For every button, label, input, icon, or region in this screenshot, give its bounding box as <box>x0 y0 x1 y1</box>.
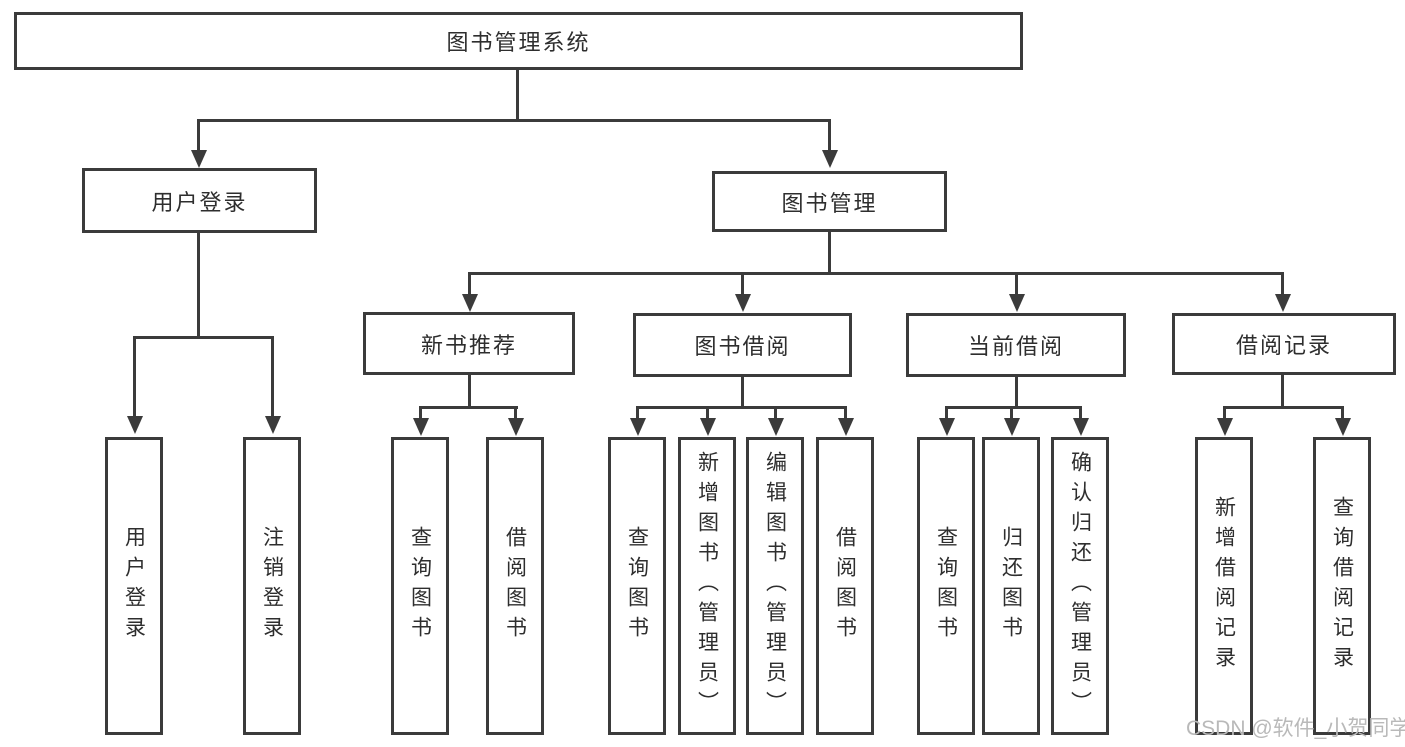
node-borrow-records: 借阅记录 <box>1172 313 1396 375</box>
leaf-bb-borrow-books: 借阅图书 <box>816 437 874 735</box>
arrow-to-book-borrow <box>741 272 744 294</box>
arrow-bb-edit <box>774 406 777 418</box>
csdn-watermark: CSDN @软件_小贺同学 <box>1186 717 1405 740</box>
connector-current-borrow-horizontal <box>945 406 1082 409</box>
node-current-borrow: 当前借阅 <box>906 313 1126 377</box>
connector-book-borrow-stem <box>741 375 744 409</box>
connector-current-borrow-stem <box>1015 375 1018 409</box>
connector-borrow-records-horizontal <box>1223 406 1344 409</box>
leaf-br-query-record-label: 查询借阅记录 <box>1330 496 1354 676</box>
leaf-cb-confirm-return-admin-label: 确认归还（管理员） <box>1068 451 1092 721</box>
arrow-to-borrow-records <box>1281 272 1284 294</box>
node-root-system: 图书管理系统 <box>14 12 1023 70</box>
leaf-bb-edit-books-admin-label: 编辑图书（管理员） <box>763 451 787 721</box>
leaf-bb-edit-books-admin: 编辑图书（管理员） <box>746 437 804 735</box>
arrow-br-query <box>1341 406 1344 418</box>
leaf-user-login: 用户登录 <box>105 437 163 735</box>
node-new-book-rec-label: 新书推荐 <box>420 332 517 358</box>
arrow-cb-query <box>945 406 948 418</box>
connector-book-borrow-horizontal <box>636 406 847 409</box>
arrow-cb-return <box>1010 406 1013 418</box>
node-root-label: 图书管理系统 <box>446 30 591 55</box>
arrow-nb-borrow <box>514 406 517 418</box>
leaf-cb-return-books-label: 归还图书 <box>999 526 1023 646</box>
leaf-logout-login-label: 注销登录 <box>260 526 284 646</box>
leaf-br-add-record: 新增借阅记录 <box>1195 437 1253 735</box>
node-borrow-records-label: 借阅记录 <box>1235 333 1332 358</box>
node-current-borrow-label: 当前借阅 <box>967 334 1064 359</box>
connector-new-book-horizontal <box>419 406 518 409</box>
leaf-bb-borrow-books-label: 借阅图书 <box>833 526 857 646</box>
connector-borrow-records-stem <box>1281 373 1284 409</box>
leaf-cb-confirm-return-admin: 确认归还（管理员） <box>1051 437 1109 735</box>
node-book-mgmt: 图书管理 <box>712 171 947 232</box>
leaf-logout-login: 注销登录 <box>243 437 301 735</box>
leaf-nb-query-books: 查询图书 <box>391 437 449 735</box>
arrow-to-leaf-logout <box>271 336 274 416</box>
connector-user-login-stem <box>197 231 200 338</box>
node-book-borrow-label: 图书借阅 <box>694 334 791 359</box>
leaf-cb-query-books: 查询图书 <box>917 437 975 735</box>
leaf-bb-add-books-admin: 新增图书（管理员） <box>678 437 736 735</box>
arrow-to-new-book-rec <box>468 272 471 294</box>
connector-level3-horizontal <box>468 272 1284 275</box>
arrow-bb-query <box>636 406 639 418</box>
leaf-nb-borrow-books: 借阅图书 <box>486 437 544 735</box>
arrow-cb-confirm <box>1079 406 1082 418</box>
connector-level2-horizontal <box>197 119 831 122</box>
arrow-nb-query <box>419 406 422 418</box>
leaf-nb-borrow-books-label: 借阅图书 <box>503 526 527 646</box>
arrow-bb-borrow <box>844 406 847 418</box>
node-user-login-label: 用户登录 <box>151 189 248 215</box>
arrow-to-user-login <box>197 119 200 150</box>
connector-root-stem <box>516 68 519 122</box>
arrow-to-book-mgmt <box>828 119 831 150</box>
leaf-bb-query-books-label: 查询图书 <box>625 526 649 646</box>
connector-new-book-stem <box>468 373 471 409</box>
connector-book-mgmt-stem <box>828 230 831 275</box>
leaf-nb-query-books-label: 查询图书 <box>408 526 432 646</box>
arrow-to-current-borrow <box>1015 272 1018 294</box>
leaf-user-login-label: 用户登录 <box>122 526 146 646</box>
leaf-br-query-record: 查询借阅记录 <box>1313 437 1371 735</box>
node-book-borrow: 图书借阅 <box>633 313 852 377</box>
leaf-bb-add-books-admin-label: 新增图书（管理员） <box>695 451 719 721</box>
connector-user-login-horizontal <box>133 336 274 339</box>
arrow-br-add <box>1223 406 1226 418</box>
leaf-br-add-record-label: 新增借阅记录 <box>1212 496 1236 676</box>
arrow-bb-add <box>706 406 709 418</box>
arrow-to-leaf-user-login <box>133 336 136 416</box>
node-user-login: 用户登录 <box>82 168 317 233</box>
node-book-mgmt-label: 图书管理 <box>781 190 878 216</box>
leaf-bb-query-books: 查询图书 <box>608 437 666 735</box>
leaf-cb-query-books-label: 查询图书 <box>934 526 958 646</box>
leaf-cb-return-books: 归还图书 <box>982 437 1040 735</box>
node-new-book-rec: 新书推荐 <box>363 312 575 375</box>
